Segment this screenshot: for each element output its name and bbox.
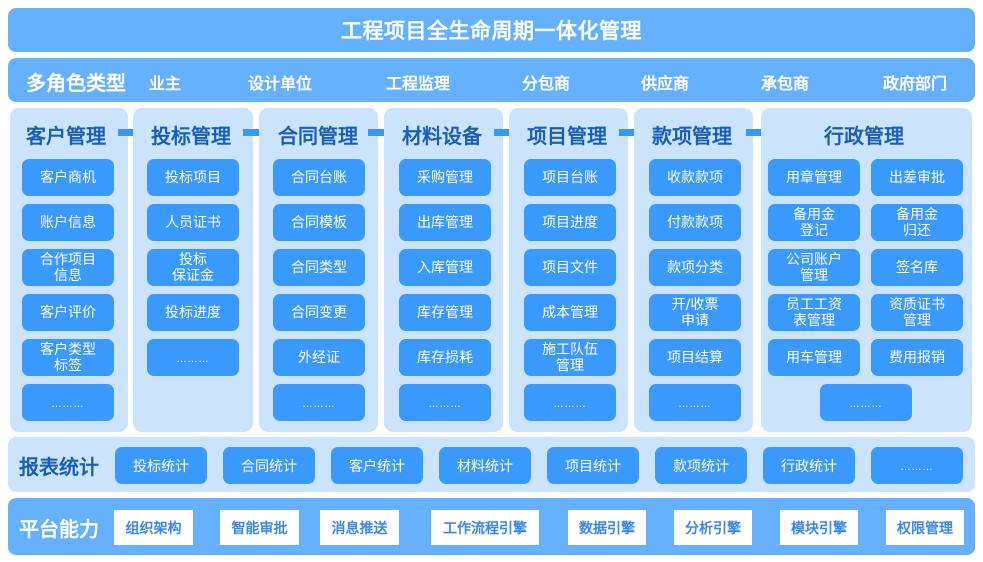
page-title-bar: 工程项目全生命周期一体化管理 <box>8 8 975 52</box>
module-title: 款项管理 <box>652 124 732 148</box>
module-item[interactable]: 款项分类 <box>649 249 741 286</box>
module-item[interactable]: 入库管理 <box>399 249 491 286</box>
module-item-more[interactable]: ……… <box>649 384 741 421</box>
module-item[interactable]: 库存损耗 <box>399 339 491 376</box>
role-government: 政府部门 <box>883 74 948 93</box>
platform-label: 平台能力 <box>19 517 99 541</box>
module-customer: 客户管理 客户商机 账户信息 合作项目 信息 客户评价 客户类型 标签 ……… <box>10 108 128 432</box>
module-project: 项目管理 项目台账 项目进度 项目文件 成本管理 施工队伍 管理 ……… <box>509 108 628 432</box>
platform-item[interactable]: 分析引擎 <box>674 510 752 545</box>
module-item[interactable]: 合同台账 <box>273 159 365 196</box>
module-item[interactable]: 开/收票 申请 <box>649 294 741 331</box>
module-title: 客户管理 <box>26 124 106 148</box>
module-bidding: 投标管理 投标项目 人员证书 投标 保证金 投标进度 ……… <box>133 108 253 432</box>
report-item[interactable]: 款项统计 <box>655 447 747 484</box>
module-title: 投标管理 <box>151 124 231 148</box>
module-item[interactable]: 成本管理 <box>524 294 616 331</box>
reports-bar: 报表统计 投标统计 合同统计 客户统计 材料统计 项目统计 款项统计 行政统计 … <box>8 437 975 492</box>
role-design-unit: 设计单位 <box>248 74 313 93</box>
module-item[interactable]: 账户信息 <box>22 204 114 241</box>
module-item[interactable]: 资质证书 管理 <box>871 294 963 331</box>
reports-label: 报表统计 <box>19 455 99 479</box>
module-administration: 行政管理 用章管理 出差审批 备用金 登记 备用金 归还 公司账户 管理 签名库… <box>761 108 972 432</box>
role-contractor: 承包商 <box>761 74 810 93</box>
module-item[interactable]: 合同变更 <box>273 294 365 331</box>
module-payments: 款项管理 收款款项 付款款项 款项分类 开/收票 申请 项目结算 ……… <box>634 108 753 432</box>
module-item-more[interactable]: ……… <box>147 339 239 376</box>
roles-label: 多角色类型 <box>26 71 126 95</box>
module-item[interactable]: 出库管理 <box>399 204 491 241</box>
report-item[interactable]: 行政统计 <box>763 447 855 484</box>
report-item[interactable]: 客户统计 <box>331 447 423 484</box>
report-item[interactable]: 投标统计 <box>115 447 207 484</box>
module-item[interactable]: 员工工资 表管理 <box>768 294 860 331</box>
module-title: 材料设备 <box>402 124 482 148</box>
page-title: 工程项目全生命周期一体化管理 <box>341 19 642 43</box>
module-item[interactable]: 外经证 <box>273 339 365 376</box>
platform-item[interactable]: 消息推送 <box>320 510 399 545</box>
module-item[interactable]: 收款款项 <box>649 159 741 196</box>
role-owner: 业主 <box>149 74 182 93</box>
module-item[interactable]: 费用报销 <box>871 339 963 376</box>
module-item[interactable]: 付款款项 <box>649 204 741 241</box>
module-item[interactable]: 签名库 <box>871 249 963 286</box>
module-item[interactable]: 客户评价 <box>22 294 114 331</box>
module-item-more[interactable]: ……… <box>399 384 491 421</box>
module-item[interactable]: 用车管理 <box>768 339 860 376</box>
platform-item[interactable]: 数据引擎 <box>568 510 646 545</box>
module-item-more[interactable]: ……… <box>22 384 114 421</box>
platform-item[interactable]: 权限管理 <box>886 510 964 545</box>
module-item[interactable]: 人员证书 <box>147 204 239 241</box>
module-item[interactable]: 客户类型 标签 <box>22 339 114 376</box>
platform-item[interactable]: 工作流程引擎 <box>431 510 539 545</box>
module-item[interactable]: 投标项目 <box>147 159 239 196</box>
module-item[interactable]: 施工队伍 管理 <box>524 339 616 376</box>
module-item[interactable]: 公司账户 管理 <box>768 249 860 286</box>
module-item-more[interactable]: ……… <box>820 384 912 421</box>
module-item[interactable]: 项目进度 <box>524 204 616 241</box>
module-title: 项目管理 <box>527 124 607 148</box>
module-item[interactable]: 合同类型 <box>273 249 365 286</box>
report-item[interactable]: 材料统计 <box>439 447 531 484</box>
module-title: 合同管理 <box>278 124 358 148</box>
module-item[interactable]: 出差审批 <box>871 159 963 196</box>
module-item[interactable]: 投标 保证金 <box>147 249 239 286</box>
role-subcontractor: 分包商 <box>522 74 571 93</box>
module-item-more[interactable]: ……… <box>524 384 616 421</box>
role-supplier: 供应商 <box>641 74 690 93</box>
report-item-more[interactable]: ……… <box>871 447 963 484</box>
module-contract: 合同管理 合同台账 合同模板 合同类型 合同变更 外经证 ……… <box>259 108 378 432</box>
module-materials: 材料设备 采购管理 出库管理 入库管理 库存管理 库存损耗 ……… <box>384 108 503 432</box>
report-item[interactable]: 合同统计 <box>223 447 315 484</box>
module-item[interactable]: 项目文件 <box>524 249 616 286</box>
module-item[interactable]: 合作项目 信息 <box>22 249 114 286</box>
platform-item[interactable]: 组织架构 <box>114 510 193 545</box>
platform-item[interactable]: 智能审批 <box>220 510 299 545</box>
module-item[interactable]: 客户商机 <box>22 159 114 196</box>
module-item[interactable]: 采购管理 <box>399 159 491 196</box>
module-item[interactable]: 项目结算 <box>649 339 741 376</box>
module-item[interactable]: 投标进度 <box>147 294 239 331</box>
platform-bar: 平台能力 组织架构 智能审批 消息推送 工作流程引擎 数据引擎 分析引擎 模块引… <box>8 498 975 555</box>
module-item[interactable]: 合同模板 <box>273 204 365 241</box>
module-item[interactable]: 备用金 登记 <box>768 204 860 241</box>
report-item[interactable]: 项目统计 <box>547 447 639 484</box>
platform-item[interactable]: 模块引擎 <box>780 510 858 545</box>
module-item-more[interactable]: ……… <box>273 384 365 421</box>
module-item[interactable]: 库存管理 <box>399 294 491 331</box>
module-item[interactable]: 用章管理 <box>768 159 860 196</box>
roles-bar: 多角色类型 业主 设计单位 工程监理 分包商 供应商 承包商 政府部门 <box>8 58 975 102</box>
module-item[interactable]: 项目台账 <box>524 159 616 196</box>
module-item[interactable]: 备用金 归还 <box>871 204 963 241</box>
module-title: 行政管理 <box>824 124 904 148</box>
role-supervision: 工程监理 <box>386 74 451 93</box>
